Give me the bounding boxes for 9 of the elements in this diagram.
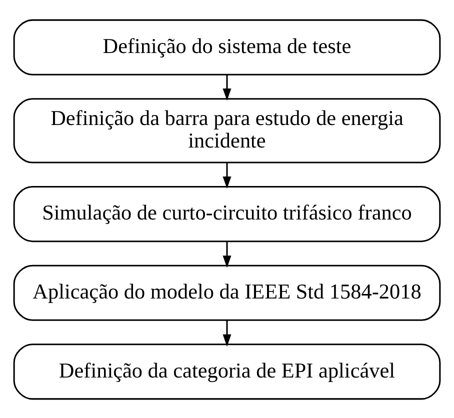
arrow (222, 320, 232, 346)
node-box: Simulação de curto-circuito trifásico franco (13, 186, 441, 242)
arrow (222, 74, 232, 100)
arrow (222, 241, 232, 268)
arrow (222, 162, 232, 188)
node-box: Definição da barra para estudo de energia incidente (13, 98, 441, 163)
node-box: Definição do sistema de teste (13, 18, 441, 75)
node-box: Definição da categoria de EPI aplicável (13, 343, 441, 400)
node-box: Aplicação do modelo da IEEE Std 1584-2018 (13, 264, 441, 320)
